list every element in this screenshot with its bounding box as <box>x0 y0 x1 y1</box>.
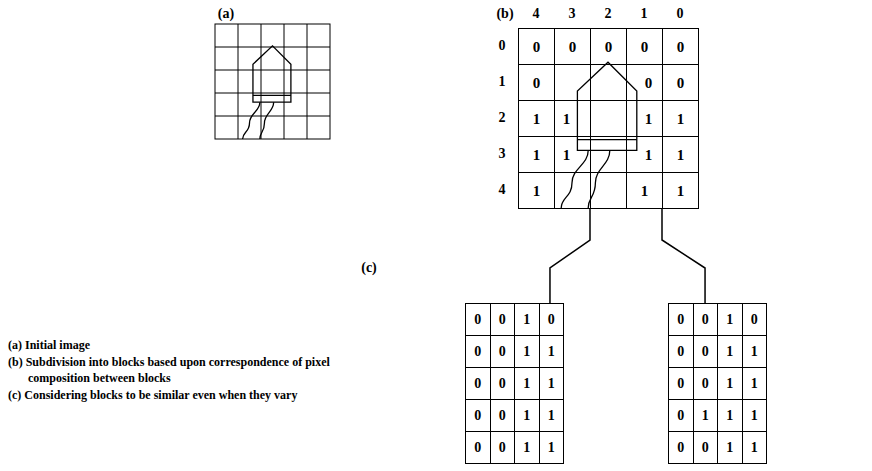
cell-value: 1 <box>523 377 530 391</box>
cell-value: 0 <box>605 39 613 54</box>
cell-value: 1 <box>677 111 685 126</box>
pixel-block-grid: 0 0 1 0 0 0 1 1 0 0 1 1 0 0 1 1 0 0 1 1 <box>465 303 563 463</box>
cell-value: 1 <box>533 111 541 126</box>
cell-value: 1 <box>548 409 555 423</box>
caption-line: (c) Considering blocks to be similar eve… <box>8 387 373 403</box>
cell-value: 0 <box>677 39 685 54</box>
axis-label: (b) <box>496 7 513 21</box>
cell-value: 1 <box>563 111 571 126</box>
cell-value: 0 <box>499 409 506 423</box>
axis-label: 2 <box>605 7 612 21</box>
cell-value: 0 <box>474 377 481 391</box>
grid-cell <box>554 100 591 137</box>
cell-value: 0 <box>548 313 555 327</box>
axis-label: (a) <box>218 7 234 21</box>
axis-label: 1 <box>499 75 506 89</box>
cell-value: 1 <box>523 441 530 455</box>
cell-value: 1 <box>751 441 758 455</box>
cell-value: 1 <box>523 313 530 327</box>
house-figure <box>243 46 291 139</box>
cell-value: 0 <box>499 441 506 455</box>
cell-value: 0 <box>499 377 506 391</box>
cell-value: 1 <box>751 377 758 391</box>
cell-value: 0 <box>533 39 541 54</box>
cell-value: 1 <box>548 345 555 359</box>
cell-value: 0 <box>645 75 653 90</box>
cell-value: 0 <box>677 313 684 327</box>
axis-label: 4 <box>499 183 506 197</box>
cell-value: 0 <box>702 345 709 359</box>
axis-label: 0 <box>677 7 684 21</box>
pixel-block-grid: 0 0 1 0 0 0 1 1 0 0 1 1 0 1 1 1 0 0 1 1 <box>668 303 766 463</box>
cell-value: 1 <box>523 409 530 423</box>
cell-value: 1 <box>641 183 649 198</box>
axis-label: 0 <box>499 39 506 53</box>
axis-label: 3 <box>499 147 506 161</box>
grid-cell <box>590 64 627 101</box>
cell-value: 1 <box>533 147 541 162</box>
cell-value: 0 <box>474 345 481 359</box>
grid-cell <box>554 172 591 209</box>
cell-value: 1 <box>523 345 530 359</box>
grid-cell <box>554 64 591 101</box>
pixel-block-grid: 0 0 0 0 0 0 0 0 1 1 1 1 1 1 1 1 1 1 1 <box>518 28 698 208</box>
cell-value: 0 <box>474 313 481 327</box>
cell-value: 0 <box>677 409 684 423</box>
cell-value: 0 <box>677 75 685 90</box>
cell-value: 0 <box>677 377 684 391</box>
cell-value: 1 <box>548 377 555 391</box>
caption-line: (a) Initial image <box>8 337 373 353</box>
cell-value: 0 <box>569 39 577 54</box>
grid-cell <box>554 136 591 173</box>
cell-value: 0 <box>499 345 506 359</box>
cell-value: 0 <box>499 313 506 327</box>
cell-value: 1 <box>726 313 733 327</box>
cell-value: 0 <box>677 345 684 359</box>
cell-value: 1 <box>677 147 685 162</box>
axis-label: 2 <box>499 111 506 125</box>
grid-cell <box>590 136 627 173</box>
cell-value: 1 <box>533 183 541 198</box>
cell-value: 0 <box>751 313 758 327</box>
grid-cell <box>626 64 663 101</box>
branch-line <box>662 208 705 303</box>
axis-label: 1 <box>641 7 648 21</box>
axis-label: (c) <box>361 261 377 275</box>
axis-label: 3 <box>569 7 576 21</box>
cell-value: 1 <box>645 111 653 126</box>
cell-value: 0 <box>677 441 684 455</box>
grid-cell <box>626 136 663 173</box>
caption-line: (b) Subdivision into blocks based upon c… <box>8 354 373 386</box>
cell-value: 1 <box>726 345 733 359</box>
cell-value: 1 <box>548 441 555 455</box>
cell-value: 1 <box>726 441 733 455</box>
cell-value: 0 <box>702 441 709 455</box>
branch-line <box>550 208 590 303</box>
cell-value: 0 <box>702 313 709 327</box>
cell-value: 0 <box>641 39 649 54</box>
cell-value: 1 <box>726 409 733 423</box>
initial-grid <box>215 24 330 139</box>
cell-value: 1 <box>702 409 709 423</box>
cell-value: 0 <box>474 409 481 423</box>
cell-value: 1 <box>751 345 758 359</box>
cell-value: 1 <box>726 377 733 391</box>
cell-value: 1 <box>751 409 758 423</box>
grid-cell <box>590 100 627 137</box>
cell-value: 0 <box>533 75 541 90</box>
cell-value: 0 <box>474 441 481 455</box>
grid-cell <box>590 172 627 209</box>
cell-value: 0 <box>702 377 709 391</box>
grid-cell <box>626 100 663 137</box>
cell-value: 1 <box>645 147 653 162</box>
cell-value: 1 <box>563 147 571 162</box>
axis-label: 4 <box>533 7 540 21</box>
cell-value: 1 <box>677 183 685 198</box>
